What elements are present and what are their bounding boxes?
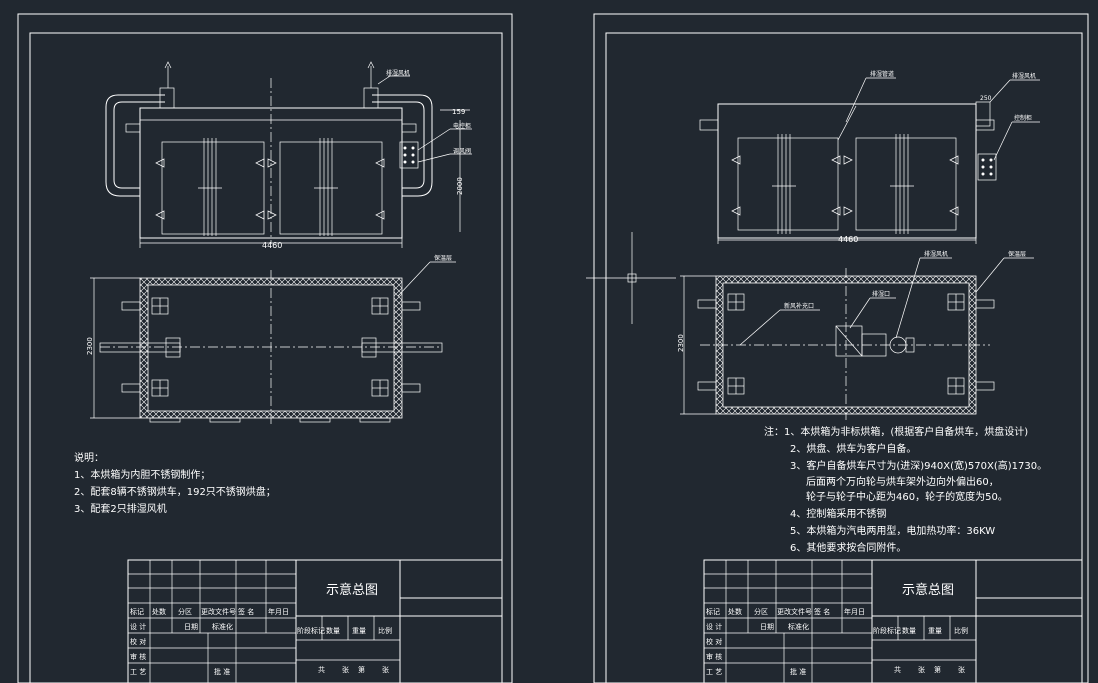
left-tb-qty: 数量 <box>326 626 340 635</box>
right-note-0: 注：1、本烘箱为非标烘箱，(根据客户自备烘车，烘盘设计) <box>764 425 1028 438</box>
right-note-2: 3、客户自备烘车尺寸为(进深)940X(宽)570X(高)1730。 <box>790 459 1047 472</box>
right-tb-check: 校 对 <box>706 637 722 646</box>
right-tb-hdr-2: 分区 <box>754 607 768 616</box>
right-tb-std: 标准化 <box>788 622 809 631</box>
left-tb-hdr-3: 更改文件号 <box>201 607 236 616</box>
left-sheet-inner-border <box>29 32 503 683</box>
right-callout-fresh-air: 新风补充口 <box>784 302 814 310</box>
right-tb-hdr-0: 标记 <box>706 607 720 616</box>
right-note-6: 5、本烘箱为汽电两用型，电加热功率：36KW <box>790 524 995 537</box>
left-tb-total: 共 <box>318 665 325 674</box>
right-callout-top-fan: 排湿风机 <box>1012 72 1036 80</box>
left-plan-view: 2300 保温层 <box>86 254 456 425</box>
left-sheet-outer-border <box>17 13 513 683</box>
left-tb-hdr-4: 签 名 <box>238 607 254 616</box>
left-notes-title: 说明： <box>74 451 104 464</box>
right-callout-insulation: 保温层 <box>1008 250 1026 258</box>
right-elev-small-dim: 250 <box>980 95 992 102</box>
right-sheet-outer-border <box>593 13 1089 683</box>
left-tb-hdr-0: 标记 <box>130 607 144 616</box>
right-tb-sheet1: 张 <box>918 665 925 674</box>
right-tb-hdr-4: 签 名 <box>814 607 830 616</box>
right-tb-design: 设 计 <box>706 622 722 631</box>
left-tb-date: 日期 <box>184 623 198 631</box>
right-elev-width-dim: 4460 <box>838 235 858 244</box>
left-elev-height-dim: 2000 <box>456 177 464 195</box>
control-panel-elevation <box>399 141 419 169</box>
right-sheet: 4460 排湿管道 排湿风机 250 控制柜 <box>586 13 1089 683</box>
left-callout-door: 调风阀 <box>453 147 471 155</box>
right-plan-side-dim: 2300 <box>677 334 685 352</box>
left-tb-hdr-1: 处数 <box>152 607 166 616</box>
right-drawing-title: 示意总图 <box>902 582 954 598</box>
right-title-block: 示意总图 标记 处数 分区 更改文件号 签 名 年月日 设 计 日期 标准化 校… <box>703 559 1083 683</box>
right-sheet-inner-border <box>605 32 1083 683</box>
right-tb-approve: 批 准 <box>790 667 806 676</box>
right-tb-no: 第 <box>934 665 941 674</box>
left-tb-scale: 比例 <box>378 626 392 635</box>
left-notes: 说明： 1、本烘箱为内胆不锈钢制作； 2、配套8辆不锈钢烘车，192只不锈钢烘盘… <box>74 451 276 515</box>
left-tb-stage: 阶段标记 <box>297 626 325 635</box>
left-tb-sheet2: 张 <box>382 665 389 674</box>
left-drawing-title: 示意总图 <box>326 582 378 598</box>
right-notes: 注：1、本烘箱为非标烘箱，(根据客户自备烘车，烘盘设计) 2、烘盘、烘车为客户自… <box>764 425 1047 554</box>
right-tb-hdr-1: 处数 <box>728 607 742 616</box>
left-tb-hdr-5: 年月日 <box>268 607 289 616</box>
right-tb-total: 共 <box>894 665 901 674</box>
right-note-1: 2、烘盘、烘车为客户自备。 <box>790 442 916 455</box>
left-tb-check: 校 对 <box>130 637 146 646</box>
right-plan-view: 2300 新风补充口 排湿口 排湿风机 保温层 <box>586 232 1034 420</box>
left-callout-box: 电控柜 <box>453 122 471 130</box>
left-tb-no: 第 <box>358 665 365 674</box>
right-tb-stage: 阶段标记 <box>873 626 901 635</box>
right-tb-weight: 重量 <box>928 627 942 635</box>
control-box-elevation <box>977 153 997 181</box>
left-note-1: 1、本烘箱为内胆不锈钢制作； <box>74 468 210 481</box>
right-tb-scale: 比例 <box>954 626 968 635</box>
right-callout-top-pipe: 排湿管道 <box>870 70 894 78</box>
right-callout-exhaust: 排湿口 <box>872 290 890 298</box>
left-tb-review: 审 核 <box>130 652 146 661</box>
right-callout-fan-plan: 排湿风机 <box>924 250 948 258</box>
left-plan-side-dim: 2300 <box>86 337 94 355</box>
right-note-4: 轮子与轮子中心距为460，轮子的宽度为50。 <box>806 490 1008 503</box>
left-tb-sheet1: 张 <box>342 665 349 674</box>
right-tb-hdr-5: 年月日 <box>844 607 865 616</box>
left-elev-width-dim: 4460 <box>262 241 282 250</box>
left-elev-small-dim: 159 <box>452 108 465 116</box>
right-tb-review: 审 核 <box>706 652 722 661</box>
left-note-3: 3、配套2只排湿风机 <box>74 502 167 515</box>
left-tb-process: 工 艺 <box>130 668 146 676</box>
left-callout-insulation: 保温层 <box>434 254 452 262</box>
right-note-3: 后面两个万向轮与烘车架外边向外偏出60， <box>806 475 999 488</box>
right-note-7: 6、其他要求按合同附件。 <box>790 541 906 554</box>
left-tb-weight: 重量 <box>352 627 366 635</box>
left-tb-approve: 批 准 <box>214 667 230 676</box>
right-tb-qty: 数量 <box>902 626 916 635</box>
right-tb-process: 工 艺 <box>706 668 722 676</box>
right-elevation-view: 4460 排湿管道 排湿风机 250 控制柜 <box>699 70 1040 244</box>
left-sheet: 4460 2000 159 排湿风机 电控柜 调风阀 <box>17 13 513 683</box>
left-elevation-view: 4460 2000 159 排湿风机 电控柜 调风阀 <box>105 61 472 250</box>
left-callout-fan: 排湿风机 <box>386 69 410 77</box>
left-tb-design: 设 计 <box>130 622 146 631</box>
right-note-5: 4、控制箱采用不锈钢 <box>790 507 886 520</box>
right-tb-sheet2: 张 <box>958 665 965 674</box>
right-callout-ctrl: 控制柜 <box>1014 114 1032 122</box>
right-tb-hdr-3: 更改文件号 <box>777 607 812 616</box>
right-tb-date: 日期 <box>760 623 774 631</box>
left-tb-hdr-2: 分区 <box>178 607 192 616</box>
left-note-2: 2、配套8辆不锈钢烘车，192只不锈钢烘盘； <box>74 485 276 498</box>
left-tb-std: 标准化 <box>212 622 233 631</box>
left-title-block: 示意总图 标记 处数 分区 更改文件号 签 名 年月日 设 计 日期 标准化 校… <box>127 559 503 683</box>
